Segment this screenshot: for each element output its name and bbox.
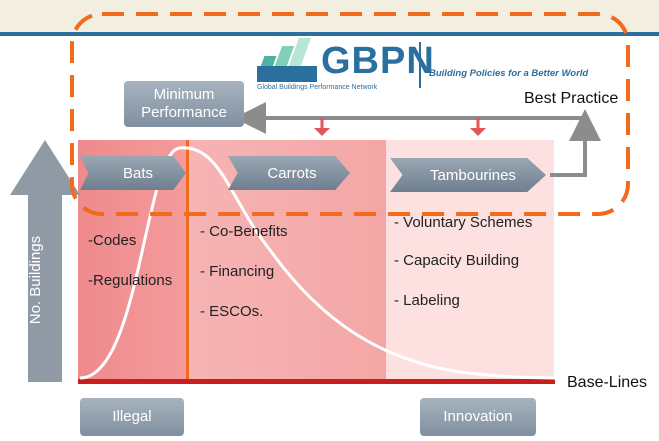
chevron-tambourines: Tambourines: [390, 158, 546, 192]
dashed-frame: [70, 12, 630, 216]
down-arrow-tambourines-head: [470, 128, 486, 136]
down-arrow-carrots-head: [314, 128, 330, 136]
chevron-bats: Bats: [80, 156, 186, 190]
gbpn-logo-mark-icon: [257, 38, 317, 82]
gbpn-logo: GBPN Global Buildings Performance Networ…: [255, 36, 595, 96]
tambourines-list-item: - Voluntary Schemes: [394, 214, 533, 231]
distribution-curve: [79, 146, 556, 380]
header-band: [0, 0, 659, 34]
minimum-performance-tile: Minimum Performance: [124, 81, 244, 127]
header-rule: [0, 32, 659, 36]
carrots-list-item: - Co-Benefits: [200, 223, 288, 240]
logo-divider: [419, 42, 421, 88]
carrots-list-item: - Financing: [200, 263, 275, 280]
best-practice-arrow-right: [550, 109, 601, 177]
up-arrow-shape: [10, 140, 80, 382]
innovation-tile: Innovation: [420, 398, 536, 436]
logo-tagline: Building Policies for a Better World: [429, 68, 589, 79]
no-buildings-label: No. Buildings: [26, 235, 44, 325]
carrots-list-item: - ESCOs.: [200, 303, 264, 320]
tambourines-list-item: - Labeling: [394, 292, 460, 309]
logo-wordmark: GBPN: [321, 40, 435, 82]
tambourines-list-item: - Capacity Building: [394, 252, 520, 269]
tambourines-list: - Voluntary Schemes - Capacity Building …: [394, 214, 544, 310]
bats-list-item: -Regulations: [88, 272, 173, 289]
bats-list-item: -Codes: [88, 232, 137, 249]
minimum-performance-line: [186, 140, 189, 382]
baseline-bar: [78, 379, 555, 384]
logo-subtitle: Global Buildings Performance Network: [257, 84, 378, 91]
best-practice-label: Best Practice: [524, 90, 619, 107]
chevron-carrots: Carrots: [228, 156, 350, 190]
y-axis-arrow: No. Buildings: [10, 180, 60, 380]
baselines-label: Base-Lines: [567, 374, 648, 391]
illegal-tile: Illegal: [80, 398, 184, 436]
bats-list: -Codes -Regulations: [88, 232, 172, 290]
carrots-list: - Co-Benefits - Financing - ESCOs.: [200, 223, 288, 321]
